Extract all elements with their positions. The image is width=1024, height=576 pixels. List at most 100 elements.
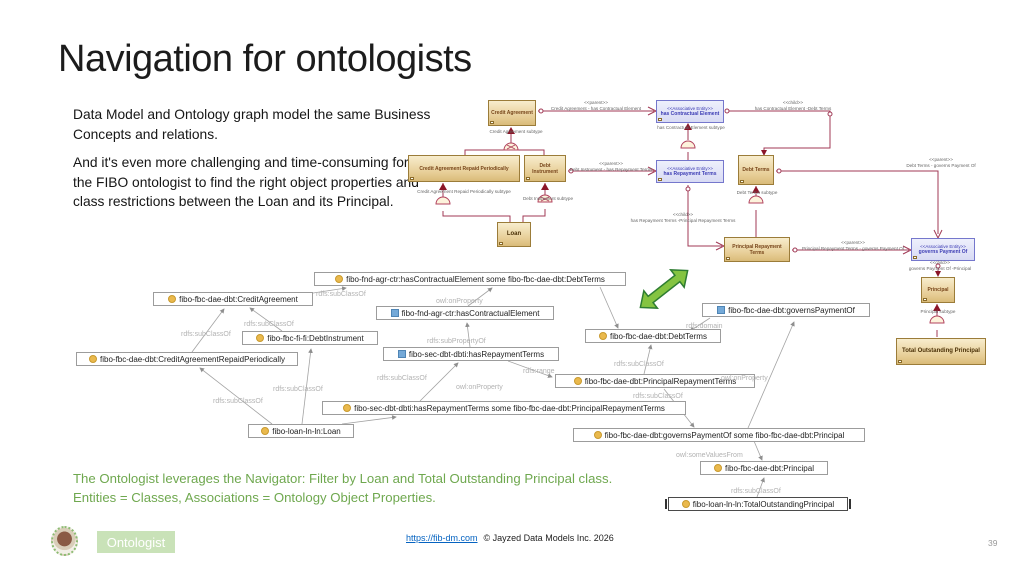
graph-node-restriction-hascontractualelement-debtterms: fibo-fnd-agr-ctr:hasContractualElement s… (314, 272, 626, 286)
edge-label: rdfs:subClassOf (181, 331, 231, 338)
entity-icon (726, 257, 730, 260)
graph-node-label: fibo-fnd-agr-ctr:hasContractualElement (401, 308, 540, 318)
relationship-label: <<parent>>Debt Instrument - has Repaymen… (569, 161, 653, 172)
graph-node-label: fibo-fbc-dae-dbt:CreditAgreementRepaidPe… (100, 354, 285, 364)
relationship-label: Credit Agreement Repaid Periodically sub… (417, 189, 511, 194)
graph-node-principalrepaymentterms: fibo-fbc-dae-dbt:PrincipalRepaymentTerms (555, 374, 755, 388)
ontologist-badge: Ontologist (97, 531, 175, 553)
entity-icon (658, 178, 662, 181)
relationship-label: <<parent>>Debt Terms - governs Payment O… (906, 157, 976, 168)
graph-node-restriction-hasrepaymentterms-principalrepaymentterms: fibo-sec-dbt-dbti:hasRepaymentTerms some… (322, 401, 686, 415)
class-icon (168, 295, 177, 303)
graph-node-totaloutstandingprincipal: fibo-loan-ln-ln:TotalOutstandingPrincipa… (665, 497, 851, 511)
relationship-label: Debt Instrument subtype (522, 196, 574, 201)
selection-handle (849, 499, 851, 509)
edge-label: owl:onProperty (456, 384, 503, 391)
callout-text: The Ontologist leverages the Navigator: … (73, 469, 612, 507)
relationship-label: Credit Agreement subtype (489, 129, 543, 134)
graph-node-label: fibo-fbc-dae-dbt:CreditAgreement (179, 294, 298, 304)
entity-loan: Loan (497, 222, 531, 247)
edge-label: owl:onProperty (436, 298, 483, 305)
relationship-label: <<child>>governs Payment Of -Principal (908, 260, 972, 271)
entity-label: Principal (927, 287, 949, 293)
edge-label: rdfs:range (523, 368, 555, 375)
graph-node-governspaymentof: fibo-fbc-dae-dbt:governsPaymentOf (702, 303, 870, 317)
website-link[interactable]: https://fib-dm.com (406, 533, 478, 543)
property-icon (397, 350, 406, 358)
entity-credit-agreement-repaid-periodically: Credit Agreement Repaid Periodically (408, 155, 520, 182)
graph-node-label: fibo-fbc-dae-dbt:DebtTerms (610, 331, 707, 341)
entity-label: governs Payment Of (918, 249, 968, 256)
graph-node-label: fibo-fbc-dae-dbt:governsPaymentOf (728, 305, 855, 315)
entity-icon (490, 121, 494, 124)
graph-node-hascontractualelement: fibo-fnd-agr-ctr:hasContractualElement (376, 306, 554, 320)
graph-node-label: fibo-fbc-dae-dbt:PrincipalRepaymentTerms (584, 376, 737, 386)
relationship-label: has Contractual Element subtype (657, 125, 725, 130)
graph-node-creditagreement: fibo-fbc-dae-dbt:CreditAgreement (153, 292, 313, 306)
entity-label: Credit Agreement (491, 110, 533, 116)
stereotype-label: <<Associative Entity>> (667, 165, 713, 171)
entity-governs-payment-of: <<Associative Entity>>governs Payment Of (911, 238, 975, 261)
graph-node-debtterms: fibo-fbc-dae-dbt:DebtTerms (585, 329, 721, 343)
entity-label: has Contractual Element (660, 111, 720, 118)
class-icon (714, 464, 723, 472)
class-icon (343, 404, 352, 412)
relationship-label: <<parent>>Credit Agreement - has Contrac… (550, 100, 642, 111)
graph-node-label: fibo-loan-ln-ln:TotalOutstandingPrincipa… (692, 499, 835, 509)
class-icon (573, 377, 582, 385)
edge-label: rdfs:subClassOf (377, 375, 427, 382)
graph-node-creditagreementrepaidperiodically: fibo-fbc-dae-dbt:CreditAgreementRepaidPe… (76, 352, 298, 366)
stereotype-label: <<Associative Entity>> (667, 105, 713, 111)
selection-handle (665, 499, 667, 509)
entity-label: Debt Instrument (532, 162, 558, 175)
entity-credit-agreement: Credit Agreement (488, 100, 536, 126)
edge-label: rdfs:subClassOf (273, 386, 323, 393)
entity-icon (526, 177, 530, 180)
entity-label: Loan (506, 230, 522, 237)
edge-label: rdfs:subPropertyOf (427, 338, 486, 345)
edge-label: rdfs:domain (686, 323, 723, 330)
graph-node-label: fibo-sec-dbt-dbti:hasRepaymentTerms some… (354, 403, 665, 413)
double-arrow-icon (639, 269, 689, 309)
class-icon (335, 275, 344, 283)
page-title: Navigation for ontologists (58, 38, 472, 80)
entity-icon (740, 180, 744, 183)
entity-total-outstanding-principal: Total Outstanding Principal (896, 338, 986, 365)
callout-line-2: Entities = Classes, Associations = Ontol… (73, 490, 436, 506)
footer: https://fib-dm.com © Jayzed Data Models I… (406, 533, 614, 543)
entity-debt-terms: Debt Terms (738, 155, 774, 185)
challenge-paragraph: And it's even more challenging and time-… (73, 155, 419, 210)
class-icon (599, 332, 608, 340)
relationship-label: <<child>>has Repayment Terms -Principal … (630, 212, 736, 223)
edge-label: owl:onProperty (721, 375, 768, 382)
edge-label: rdfs:subClassOf (633, 393, 683, 400)
entity-label: has Repayment Terms (663, 171, 717, 178)
edge-label: owl:someValuesFrom (676, 452, 743, 459)
class-icon (256, 334, 265, 342)
entity-label: Debt Terms (742, 167, 770, 173)
entity-principal: Principal (921, 277, 955, 303)
relationship-label: Principal subtype (920, 309, 956, 314)
property-icon (390, 309, 399, 317)
entity-debt-instrument: Debt Instrument (524, 155, 566, 182)
graph-node-principal: fibo-fbc-dae-dbt:Principal (700, 461, 828, 475)
class-icon (89, 355, 97, 363)
class-icon (593, 431, 602, 439)
graph-node-label: fibo-fbc-dae-dbt:Principal (725, 463, 814, 473)
entity-label: Principal Repayment Terms (732, 243, 782, 256)
company-logo-icon (51, 526, 78, 556)
graph-node-label: fibo-loan-ln-ln:Loan (272, 426, 341, 436)
class-icon (681, 500, 690, 508)
edge-label: rdfs:subClassOf (244, 321, 294, 328)
edge-label: rdfs:subClassOf (316, 291, 366, 298)
entity-icon (923, 298, 927, 301)
entity-icon (913, 256, 917, 259)
relationship-label: <<child>>has Contractual Element -Debt T… (754, 100, 832, 111)
entity-label: Credit Agreement Repaid Periodically (419, 165, 509, 172)
graph-node-restriction-governspaymentof-principal: fibo-fbc-dae-dbt:governsPaymentOf some f… (573, 428, 865, 442)
copyright-text: © Jayzed Data Models Inc. 2026 (483, 533, 614, 543)
relationship-label: Debt Terms subtype (736, 190, 778, 195)
callout-line-1: The Ontologist leverages the Navigator: … (73, 471, 613, 486)
page-number: 39 (988, 538, 998, 548)
edge-label: rdfs:subClassOf (731, 488, 781, 495)
